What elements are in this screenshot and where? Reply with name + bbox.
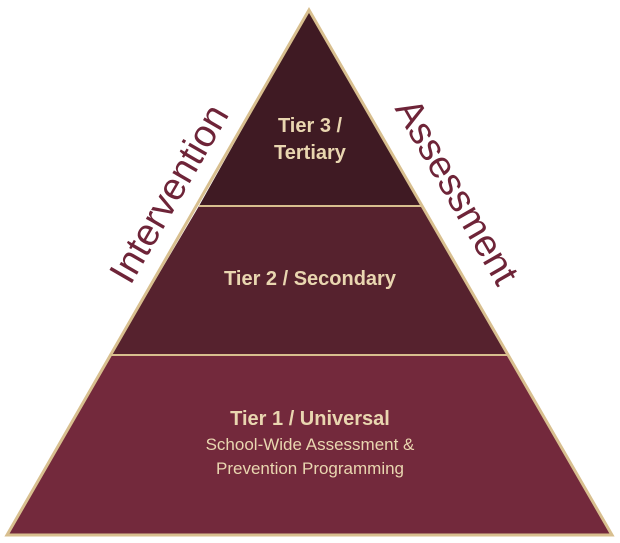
tier-3-band bbox=[199, 10, 421, 206]
tier-1-band bbox=[7, 355, 612, 535]
tier-3-label-line2: Tertiary bbox=[274, 142, 347, 164]
tier-2-label: Tier 2 / Secondary bbox=[224, 268, 397, 290]
tier-1-description-line1: School-Wide Assessment & bbox=[206, 435, 415, 454]
tier-2-band bbox=[111, 206, 508, 355]
tier-1-label: Tier 1 / Universal bbox=[230, 408, 390, 430]
tier-1-description-line2: Prevention Programming bbox=[216, 459, 404, 478]
tier-3-label-line1: Tier 3 / bbox=[278, 115, 343, 137]
pyramid-outline bbox=[4, 6, 615, 537]
